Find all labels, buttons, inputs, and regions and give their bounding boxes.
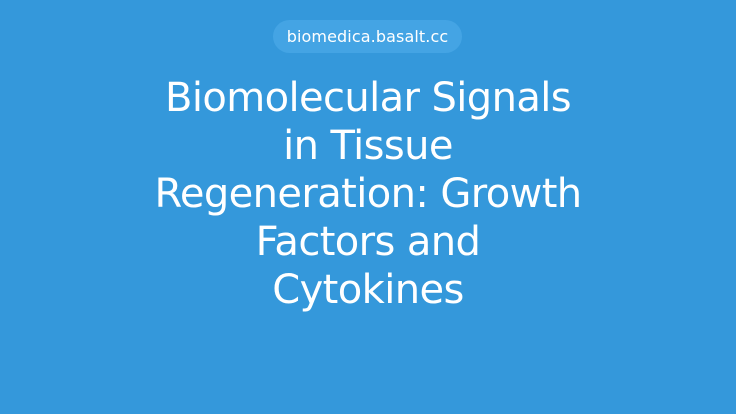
title-line: in Tissue xyxy=(283,123,453,169)
title-line: Regeneration: Growth xyxy=(154,171,582,217)
title-line: Biomolecular Signals xyxy=(164,75,572,121)
title-line: Factors and xyxy=(255,219,481,265)
article-title: Biomolecular Signals in Tissue Regenerat… xyxy=(60,74,676,314)
site-domain-link[interactable]: biomedica.basalt.cc xyxy=(273,20,462,53)
title-line: Cytokines xyxy=(272,267,464,313)
